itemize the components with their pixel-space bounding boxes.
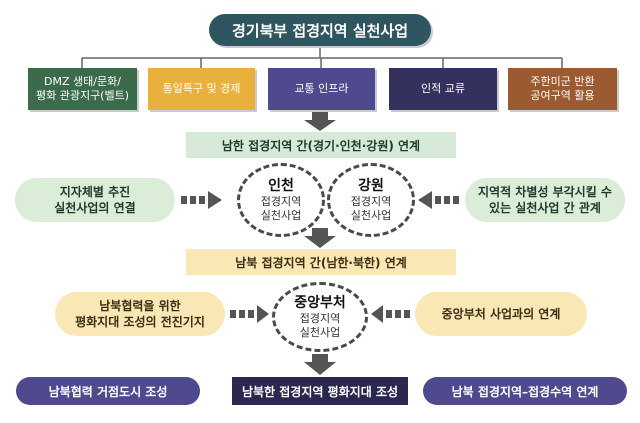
- down-arrow-1: [304, 112, 336, 131]
- category-label: 주한미군 반환 공여구역 활용: [530, 75, 595, 102]
- circle-heading: 강원: [358, 178, 384, 194]
- down-arrow-3: [304, 354, 336, 375]
- category-box-dmz: DMZ 생태/문화/ 평화 관광지구(벨트): [28, 68, 137, 110]
- cooperation-hub-city-pill: 남북협력 거점도시 조성: [16, 377, 200, 405]
- regional-distinction-pill: 지역적 차별성 부각시킬 수 있는 실천사업 간 관계: [465, 178, 625, 222]
- local-projects-pill: 지자체별 추진 실천사업의 연결: [15, 178, 175, 222]
- circle-heading: 인천: [268, 178, 294, 194]
- peace-zone-base-pill: 남북협력을 위한 평화지대 조성의 전진기지: [55, 292, 225, 336]
- diagram-title: 경기북부 접경지역 실천사업: [209, 14, 431, 46]
- circle-heading: 중앙부처: [294, 295, 346, 311]
- pill-label: 지역적 차별성 부각시킬 수 있는 실천사업 간 관계: [478, 185, 612, 215]
- category-label: 교통 인프라: [294, 82, 349, 95]
- dashed-arrow-left-1: [418, 191, 459, 209]
- category-box-transport: 교통 인프라: [268, 68, 375, 110]
- category-box-exchange: 인적 교류: [389, 68, 497, 110]
- circle-subtext: 접경지역 실천사업: [260, 195, 302, 222]
- circle-subtext: 접경지역 실천사업: [299, 312, 341, 339]
- pill-label: 남북협력을 위한 평화지대 조성의 전진기지: [75, 299, 205, 329]
- peace-zone-creation-box: 남북한 접경지역 평화지대 조성: [232, 377, 408, 405]
- central-ministry-link-pill: 중앙부처 사업과의 연계: [415, 292, 587, 336]
- circle-subtext: 접경지역 실천사업: [350, 195, 392, 222]
- title-connector-lines: [81, 46, 563, 68]
- dashed-arrow-right-1: [181, 191, 222, 209]
- central-ministry-circle: 중앙부처 접경지역 실천사업: [272, 282, 368, 352]
- inter-korean-link-bar: 남북 접경지역 간(남한·북한) 연계: [186, 249, 456, 275]
- dashed-arrow-right-2: [230, 305, 269, 323]
- category-label: DMZ 생태/문화/ 평화 관광지구(벨트): [35, 75, 130, 102]
- pill-label: 지자체별 추진 실천사업의 연결: [54, 185, 136, 215]
- dashed-arrow-left-2: [371, 305, 410, 323]
- pill-label: 중앙부처 사업과의 연계: [441, 307, 561, 321]
- category-label: 통일특구 및 경제: [162, 82, 241, 95]
- south-border-link-bar: 남한 접경지역 간(경기·인천·강원) 연계: [186, 132, 456, 158]
- category-label: 인적 교류: [421, 82, 465, 95]
- category-box-special-zone: 통일특구 및 경제: [148, 68, 255, 110]
- gangwon-circle: 강원 접경지역 실천사업: [327, 163, 415, 237]
- down-arrow-2: [304, 228, 336, 248]
- incheon-circle: 인천 접경지역 실천사업: [237, 163, 325, 237]
- category-box-usfk-land: 주한미군 반환 공여구역 활용: [508, 68, 617, 110]
- border-waters-link-pill: 남북 접경지역–접경수역 연계: [423, 377, 627, 405]
